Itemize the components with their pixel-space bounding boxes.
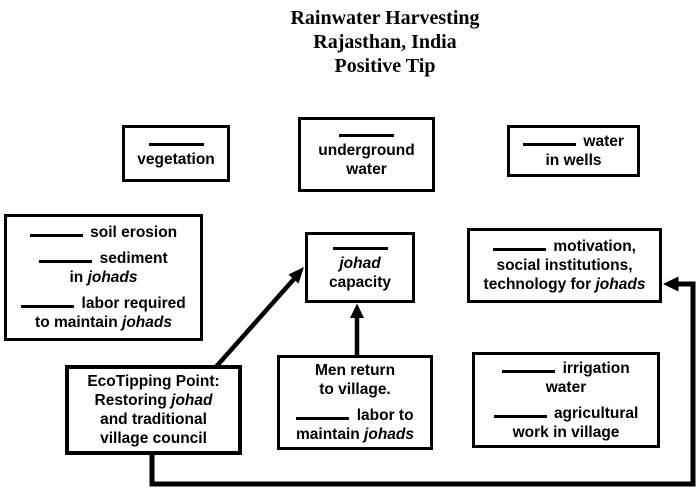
ecotipping-line-2: Restoring bbox=[94, 392, 167, 409]
ecotipping-line-1: EcoTipping Point: bbox=[87, 373, 220, 390]
soil-line-1: soil erosion bbox=[90, 224, 178, 241]
edge-ecotipping-to-capacity bbox=[213, 277, 296, 370]
blank-line bbox=[523, 140, 577, 146]
node-ecotipping-point: EcoTipping Point: Restoring johad and tr… bbox=[65, 365, 242, 455]
soil-line-4: labor required bbox=[81, 295, 186, 312]
capacity-line-2: capacity bbox=[328, 274, 392, 291]
blank-line bbox=[21, 302, 75, 308]
underground-line-2: water bbox=[346, 161, 387, 178]
arrowhead-motivation-right bbox=[663, 276, 679, 292]
ecotipping-line-4: village council bbox=[100, 430, 207, 447]
irrigation-line-4: work in village bbox=[512, 423, 620, 441]
blank-line bbox=[493, 245, 546, 251]
title-line-3: Positive Tip bbox=[334, 55, 436, 77]
diagram-title: Rainwater Harvesting Rajasthan, India Po… bbox=[35, 6, 700, 78]
blank-line bbox=[148, 142, 204, 146]
soil-line-5: to maintain bbox=[35, 314, 118, 331]
arrowhead-capacity-left bbox=[288, 267, 304, 284]
node-soil-erosion: soil erosion sediment in johads labor re… bbox=[4, 214, 203, 341]
motivation-line-3: technology for bbox=[483, 276, 592, 293]
men-line-2: to village. bbox=[319, 381, 391, 398]
node-vegetation: vegetation bbox=[122, 125, 230, 182]
wells-line-2: in wells bbox=[545, 152, 602, 169]
soil-line-3-italic: johads bbox=[87, 269, 138, 286]
motivation-line-2: social institutions, bbox=[496, 257, 633, 274]
blank-line bbox=[332, 247, 388, 250]
title-line-1: Rainwater Harvesting bbox=[290, 7, 480, 29]
blank-line bbox=[502, 367, 556, 373]
capacity-line-1-italic: johad bbox=[339, 255, 381, 272]
irrigation-line-3: agricultural bbox=[553, 404, 639, 422]
node-motivation: motivation, social institutions, technol… bbox=[467, 228, 662, 303]
irrigation-line-1: irrigation bbox=[562, 359, 630, 377]
men-line-4-italic: johads bbox=[364, 426, 414, 443]
soil-line-2: sediment bbox=[99, 250, 168, 267]
node-water-in-wells: water in wells bbox=[507, 125, 640, 177]
node-underground-water: underground water bbox=[298, 117, 435, 192]
soil-line-5-italic: johads bbox=[122, 314, 172, 331]
motivation-line-3-italic: johads bbox=[595, 276, 646, 293]
blank-line bbox=[296, 414, 350, 420]
men-line-4: maintain bbox=[296, 426, 360, 443]
wells-line-1: water bbox=[583, 133, 624, 150]
title-line-2: Rajasthan, India bbox=[313, 31, 457, 53]
blank-line bbox=[39, 257, 93, 263]
motivation-line-1: motivation, bbox=[553, 238, 636, 255]
ecotipping-line-2-italic: johad bbox=[171, 392, 213, 409]
underground-line-1: underground bbox=[318, 142, 415, 159]
soil-line-3: in bbox=[69, 269, 84, 286]
irrigation-line-2: water bbox=[545, 378, 587, 396]
vegetation-label: vegetation bbox=[137, 150, 215, 168]
blank-line bbox=[493, 412, 547, 418]
men-line-1: Men return bbox=[314, 362, 396, 379]
blank-line bbox=[339, 134, 394, 137]
ecotipping-line-3: and traditional bbox=[100, 411, 207, 428]
node-men-return: Men return to village. labor to maintain… bbox=[277, 355, 433, 450]
edge-ecotipping-to-motivation bbox=[149, 281, 696, 487]
node-irrigation: irrigation water agricultural work in vi… bbox=[472, 352, 660, 448]
arrowhead-capacity-bottom bbox=[350, 303, 364, 318]
node-johad-capacity: johad capacity bbox=[305, 232, 415, 303]
men-line-3: labor to bbox=[356, 407, 414, 424]
blank-line bbox=[29, 231, 83, 237]
